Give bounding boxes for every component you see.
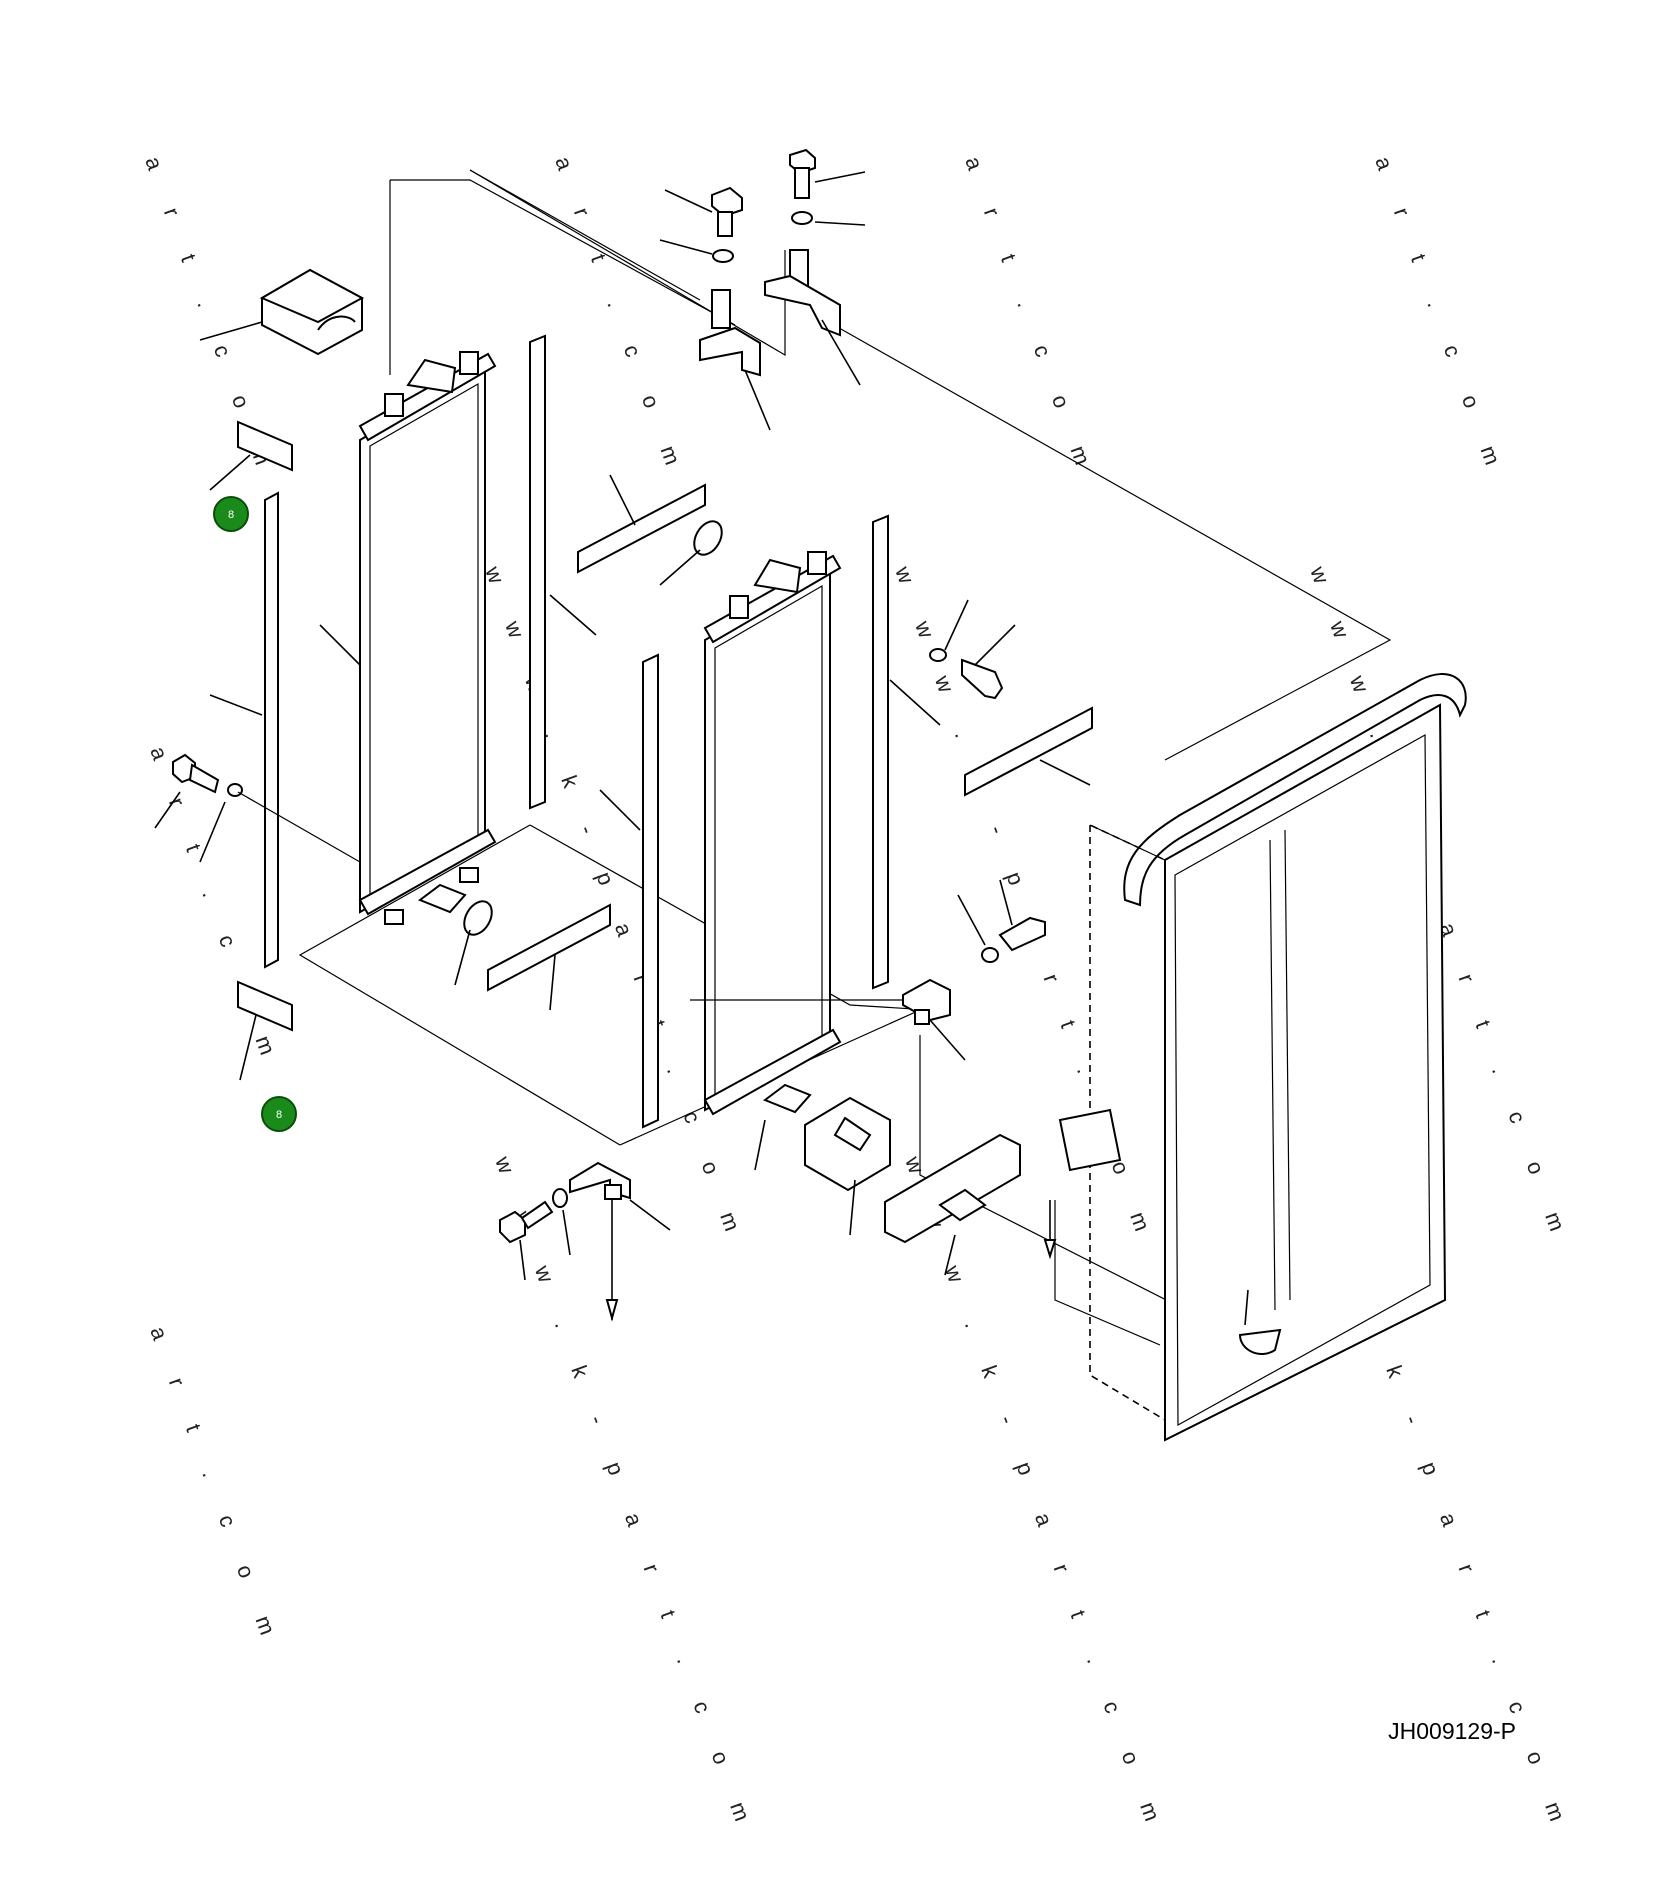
foam-strip-lower <box>487 903 611 1011</box>
bracket-bottom <box>569 1161 671 1322</box>
o-ring-lower <box>454 900 493 986</box>
radiator-core-right <box>703 551 842 1171</box>
seal-strip-middle <box>529 334 597 810</box>
bolt-top-1 <box>659 186 743 263</box>
watermark: w w w . k - p a r t . c o m <box>890 562 1161 1251</box>
bolt-right-lower <box>957 879 1046 963</box>
watermark: a r t . c o m <box>550 153 691 485</box>
bolt-top-2 <box>789 148 866 226</box>
radiator-core-left <box>319 351 497 925</box>
seal-strip-left <box>209 491 279 969</box>
callout-balloon[interactable]: 8 <box>261 1096 297 1132</box>
foam-strip-upper <box>577 474 706 574</box>
watermark: a r t . c o m <box>960 153 1101 485</box>
rubber-mount-top <box>199 268 365 356</box>
direction-arrow <box>1043 1200 1057 1260</box>
bracket-lower-right <box>690 978 966 1061</box>
watermark: w w w . k - p a r t . c o m <box>900 1152 1171 1841</box>
pad-top <box>209 420 293 491</box>
bolt-right-upper <box>929 599 1016 700</box>
callout-number: 8 <box>276 1109 282 1121</box>
watermark: w w w . k - p a r t . c o m <box>490 1152 761 1841</box>
pad-bottom <box>237 980 293 1081</box>
watermark: a r t . c o m <box>145 1323 286 1655</box>
callout-circle[interactable] <box>261 1096 297 1132</box>
rubber-block-bottom-1 <box>804 1096 891 1236</box>
bracket-top-2 <box>764 249 861 386</box>
bracket-top-1 <box>699 289 771 431</box>
bolt-bottom <box>499 1188 571 1281</box>
watermark: a r t . c o m <box>1370 153 1511 485</box>
callout-circle[interactable] <box>213 496 249 532</box>
bolt-left-side <box>154 753 361 863</box>
o-ring-upper <box>659 520 723 586</box>
drawing-code: JH009129-P <box>1388 1718 1516 1744</box>
foam-strip-right <box>964 706 1093 797</box>
radiator-frame <box>1058 673 1467 1442</box>
seal-strip-right <box>872 514 941 990</box>
callout-number: 8 <box>228 509 234 521</box>
callout-balloon[interactable]: 8 <box>213 496 249 532</box>
seal-strip-center <box>599 653 659 1129</box>
rubber-block-bottom-2 <box>884 1133 1021 1276</box>
